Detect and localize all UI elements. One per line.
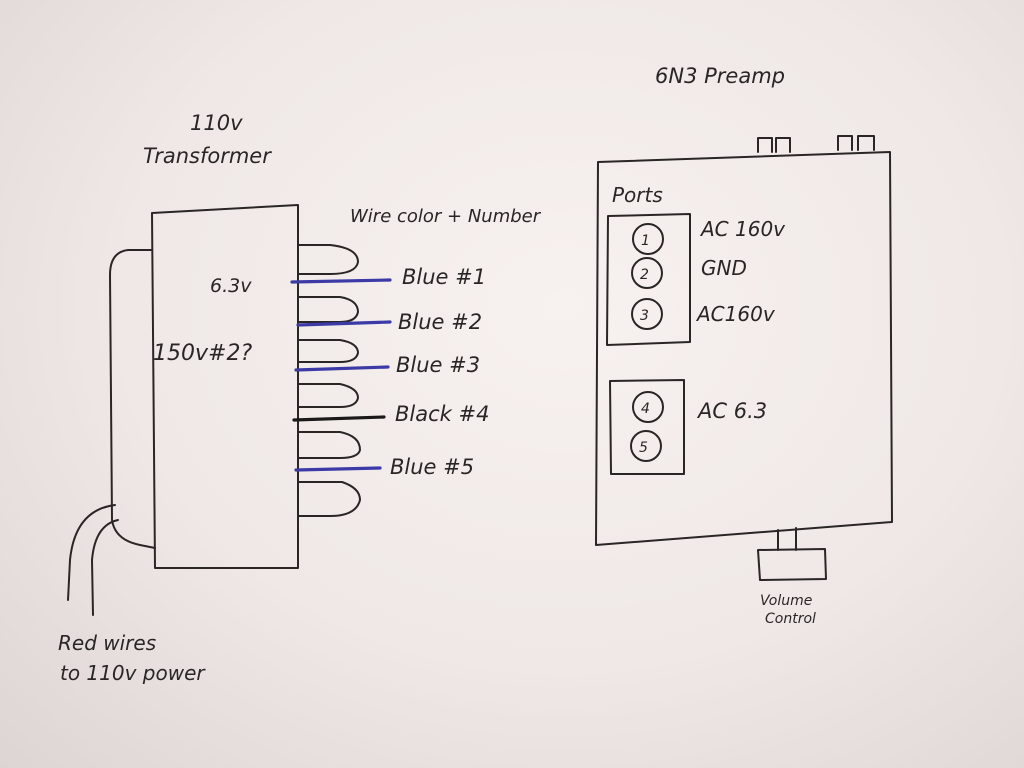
- wire-black-4: [292, 415, 386, 422]
- ports-label: Ports: [612, 183, 663, 207]
- wire-label-4: Black #4: [395, 402, 489, 426]
- volume-control-knob: [757, 548, 827, 581]
- power-note-line2: to 110v power: [60, 661, 206, 685]
- port-circle-4: [632, 391, 664, 423]
- port-circle-5: [630, 430, 662, 462]
- port-num-5: 5: [639, 440, 648, 456]
- terminal-tab-2: [297, 296, 359, 323]
- label-150v: 150v#2?: [153, 341, 252, 366]
- power-note-line1: Red wires: [58, 631, 156, 655]
- volume-label-line2: Control: [765, 611, 816, 627]
- terminal-tab-5: [297, 431, 361, 459]
- wire-label-3: Blue #3: [396, 353, 480, 377]
- wire-blue-3: [294, 365, 390, 372]
- power-wire-2: [91, 519, 119, 616]
- port-label-1: AC 160v: [699, 217, 786, 241]
- wire-blue-2: [296, 320, 392, 327]
- volume-label-line1: Volume: [760, 593, 812, 609]
- port-num-3: 3: [640, 308, 649, 324]
- port-circle-1: [632, 223, 664, 255]
- transformer-body: [151, 204, 299, 569]
- transformer-title-line1: 110v: [190, 111, 243, 135]
- port-group-2: [609, 379, 685, 475]
- transformer: [67, 204, 361, 616]
- port-num-2: 2: [640, 267, 649, 283]
- port-label-3: AC160v: [695, 302, 776, 326]
- terminal-tab-3: [297, 339, 359, 363]
- port-circle-2: [631, 257, 663, 289]
- preamp: [595, 135, 893, 581]
- power-wire-1: [67, 504, 116, 601]
- volume-stem: [777, 527, 797, 551]
- port-num-4: 4: [641, 401, 650, 417]
- terminal-tab-1: [297, 244, 359, 275]
- wire-blue-1: [290, 278, 392, 284]
- preamp-title: 6N3 Preamp: [655, 64, 785, 88]
- wire-label-5: Blue #5: [390, 455, 474, 479]
- label-6-3v: 6.3v: [210, 275, 252, 297]
- terminal-tab-4: [297, 383, 359, 408]
- wire-blue-5: [294, 466, 382, 472]
- port-num-1: 1: [641, 233, 650, 249]
- top-connector-right: [837, 135, 875, 151]
- transformer-core: [109, 249, 156, 549]
- transformer-title-line2: Transformer: [143, 144, 272, 168]
- port-group-1: [606, 213, 691, 346]
- wire-label-2: Blue #2: [398, 310, 482, 334]
- top-connector-left: [757, 137, 791, 153]
- preamp-board: [595, 151, 893, 546]
- wire-label-1: Blue #1: [402, 265, 486, 289]
- port-label-4: AC 6.3: [696, 399, 767, 423]
- wire-header: Wire color + Number: [350, 206, 542, 227]
- port-circle-3: [631, 298, 663, 330]
- terminal-tab-6: [297, 481, 361, 517]
- port-label-2: GND: [701, 256, 747, 280]
